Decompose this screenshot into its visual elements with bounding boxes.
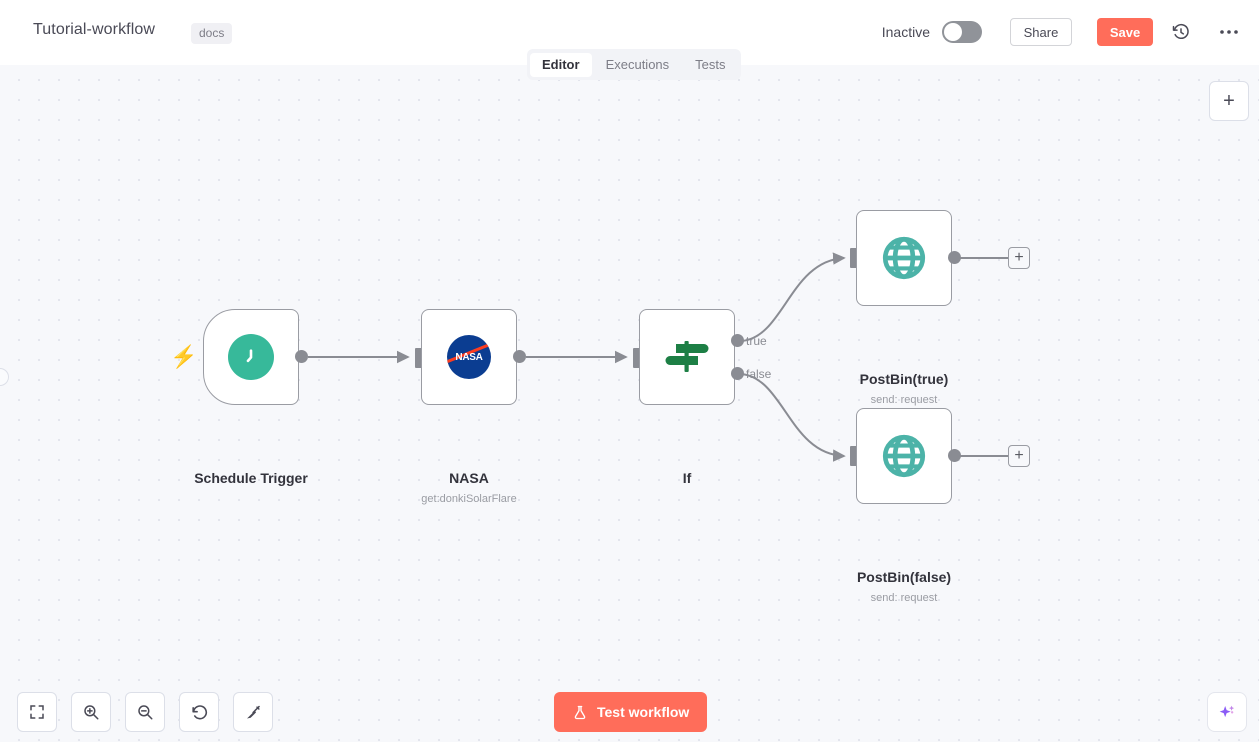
workflow-active-toggle[interactable] [942, 21, 982, 43]
output-label-true: true [746, 334, 767, 348]
output-port-postbin-true[interactable] [948, 251, 961, 264]
flask-icon [574, 705, 586, 719]
test-workflow-button[interactable]: Test workflow [554, 692, 708, 732]
node-if[interactable] [639, 309, 735, 405]
nasa-wordmark: NASA [455, 351, 483, 363]
node-postbin-false[interactable] [856, 408, 952, 504]
node-subtitle-postbin-false: send: request [870, 592, 938, 604]
workflow-title[interactable]: Tutorial-workflow [33, 21, 156, 38]
fit-to-view-button[interactable] [17, 692, 57, 732]
input-port-postbin-true[interactable] [850, 248, 858, 268]
globe-icon [882, 236, 926, 280]
node-postbin-true[interactable] [856, 210, 952, 306]
add-node-endpoint-false[interactable]: + [1008, 445, 1030, 467]
tidy-up-button[interactable] [233, 692, 273, 732]
node-label-schedule-trigger: Schedule Trigger [194, 470, 308, 486]
zoom-out-button[interactable] [125, 692, 165, 732]
save-button[interactable]: Save [1097, 18, 1153, 46]
broom-icon [246, 705, 260, 719]
node-label-postbin-true: PostBin(true) [859, 371, 949, 387]
zoom-out-icon [138, 705, 153, 720]
output-port-schedule-trigger[interactable] [295, 350, 308, 363]
node-nasa[interactable]: NASA [421, 309, 517, 405]
clock-icon [228, 334, 274, 380]
editor-tabs: Editor Executions Tests [527, 49, 741, 80]
fit-screen-icon [30, 705, 44, 719]
history-clock-icon[interactable] [1167, 18, 1195, 46]
trigger-lightning-bolt-icon: ⚡ [170, 344, 198, 369]
output-port-postbin-false[interactable] [948, 449, 961, 462]
connection-wires [308, 252, 1008, 462]
zoom-in-icon [84, 705, 99, 720]
tab-executions[interactable]: Executions [605, 56, 670, 72]
output-port-if-true[interactable] [731, 334, 744, 347]
node-label-if: If [682, 470, 692, 486]
node-label-postbin-false: PostBin(false) [856, 569, 952, 585]
undo-arrow-icon [191, 704, 207, 719]
globe-icon [882, 434, 926, 478]
tab-tests[interactable]: Tests [695, 56, 726, 72]
node-label-nasa: NASA [449, 470, 489, 486]
ellipsis-icon[interactable] [1215, 18, 1243, 46]
input-port-nasa[interactable] [415, 348, 423, 368]
input-port-if[interactable] [633, 348, 641, 368]
workflow-canvas[interactable]: ⚡ Schedule Trigger NASA NASA get:donkiSo… [0, 65, 1259, 742]
add-node-endpoint-true[interactable]: + [1008, 247, 1030, 269]
input-port-postbin-false[interactable] [850, 446, 858, 466]
reset-zoom-button[interactable] [179, 692, 219, 732]
output-port-nasa[interactable] [513, 350, 526, 363]
nasa-logo-icon: NASA [447, 335, 491, 379]
toggle-knob [944, 23, 962, 41]
signpost-icon [665, 341, 709, 372]
output-port-if-false[interactable] [731, 367, 744, 380]
workflow-active-label: Inactive [881, 24, 930, 40]
zoom-in-button[interactable] [71, 692, 111, 732]
ai-assistant-button[interactable] [1207, 692, 1247, 732]
add-node-button[interactable]: + [1209, 81, 1249, 121]
node-schedule-trigger[interactable] [203, 309, 299, 405]
workflow-tag-docs[interactable]: docs [191, 23, 233, 44]
ai-sparkle-icon [1219, 705, 1235, 718]
node-subtitle-postbin-true: send: request [870, 394, 938, 406]
share-button[interactable]: Share [1010, 18, 1072, 46]
tab-editor[interactable]: Editor [530, 52, 592, 77]
test-workflow-label: Test workflow [597, 704, 690, 720]
output-label-false: false [746, 367, 772, 381]
node-subtitle-nasa: get:donkiSolarFlare [421, 493, 517, 505]
